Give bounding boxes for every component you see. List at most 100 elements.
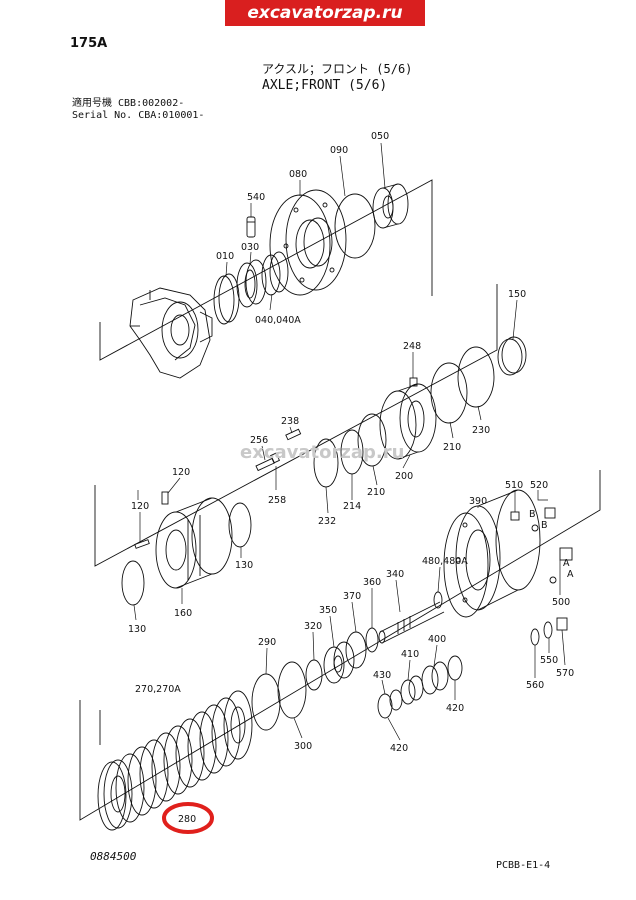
part-390-housing: [443, 489, 541, 618]
label-340: 340: [386, 569, 404, 580]
part-410-bearing: [400, 675, 424, 705]
serial-info: 適用号機 CBB:002002- Serial No. CBA:010001-: [72, 98, 204, 122]
group-outline-1: [99, 179, 433, 361]
label-ref-b1: B: [529, 509, 536, 520]
part-210-oring-lower: [357, 413, 387, 467]
label-300: 300: [294, 741, 312, 752]
part-270-280-disc-pack: [97, 690, 253, 831]
part-430-ring: [389, 689, 403, 711]
title-english: AXLE;FRONT (5/6): [262, 78, 388, 93]
label-430: 430: [373, 670, 391, 681]
part-420-ring-upper: [447, 655, 463, 681]
serial-line-2: Serial No. CBA:010001-: [72, 110, 205, 121]
label-500: 500: [552, 597, 570, 608]
part-290-plate: [251, 673, 281, 731]
part-256-bolt: [255, 452, 281, 472]
label-ref-a1: A: [563, 558, 570, 569]
label-390: 390: [469, 496, 487, 507]
label-510: 510: [505, 480, 523, 491]
label-370: 370: [343, 591, 361, 602]
group-outline-2: [94, 284, 498, 567]
label-150: 150: [508, 289, 526, 300]
label-550: 550: [540, 655, 558, 666]
label-480: 480,480A: [422, 556, 468, 567]
label-120-a: 120: [172, 467, 190, 478]
watermark-banner: excavatorzap.ru: [225, 0, 425, 26]
label-540: 540: [247, 192, 265, 203]
part-010-seal: [213, 273, 240, 325]
label-560: 560: [526, 680, 544, 691]
part-238-pin: [285, 428, 302, 441]
part-200-carrier: [379, 383, 437, 460]
label-080: 080: [289, 169, 307, 180]
label-010: 010: [216, 251, 234, 262]
label-410: 410: [401, 649, 419, 660]
label-270: 270,270A: [135, 684, 181, 695]
label-350: 350: [319, 605, 337, 616]
part-050-bearing: [372, 183, 409, 229]
part-570-plug: [556, 617, 568, 631]
label-200: 200: [395, 471, 413, 482]
label-232: 232: [318, 516, 336, 527]
sheet-code: PCBB-E1-4: [496, 860, 551, 871]
document-number: 0884500: [90, 850, 137, 863]
label-520: 520: [530, 480, 548, 491]
part-500-plug: [549, 547, 573, 584]
highlight-circle-280: [162, 802, 214, 834]
part-090-oring: [334, 193, 376, 259]
label-050: 050: [371, 131, 389, 142]
title-japanese: アクスル；フロント (5/6): [262, 62, 413, 76]
label-280: 280: [178, 814, 196, 825]
label-320: 320: [304, 621, 322, 632]
label-570: 570: [556, 668, 574, 679]
part-340-shaft: [378, 601, 445, 644]
part-210-oring-upper: [430, 362, 468, 424]
label-258: 258: [268, 495, 286, 506]
label-400: 400: [428, 634, 446, 645]
leader-lines: [133, 142, 566, 741]
serial-line-1: 適用号機 CBB:002002-: [72, 98, 185, 109]
part-510-bolt: [510, 511, 520, 521]
part-080-hub: [269, 189, 347, 296]
label-040: 040,040A: [255, 315, 301, 326]
part-540-bolt: [246, 216, 256, 238]
label-420-b: 420: [390, 743, 408, 754]
label-160: 160: [174, 608, 192, 619]
label-420-a: 420: [446, 703, 464, 714]
label-030: 030: [241, 242, 259, 253]
label-230: 230: [472, 425, 490, 436]
part-160-drum: [155, 497, 233, 589]
part-150-ring: [497, 336, 527, 376]
label-210-a: 210: [443, 442, 461, 453]
label-256: 256: [250, 435, 268, 446]
label-214: 214: [343, 501, 361, 512]
label-120-b: 120: [131, 501, 149, 512]
axle-knuckle-housing: [129, 287, 213, 379]
part-230-oring: [457, 346, 495, 408]
watermark-center: excavatorzap.ru: [240, 442, 404, 463]
part-130-ring-right: [228, 502, 252, 548]
label-ref-b2: B: [541, 520, 548, 531]
label-130-a: 130: [235, 560, 253, 571]
label-360: 360: [363, 577, 381, 588]
label-290: 290: [258, 637, 276, 648]
part-labels: 540 010 030 040,040A 080 090 050 150 248…: [128, 131, 574, 825]
part-120-pin-left: [134, 539, 150, 549]
part-350-gear: [323, 641, 355, 684]
page-code: 175A: [70, 36, 108, 51]
part-550-washer: [543, 621, 553, 639]
part-130-ring-left: [121, 560, 145, 606]
part-030-bearing: [236, 259, 267, 308]
part-360-ring: [365, 627, 379, 653]
part-370-ring: [345, 631, 367, 669]
part-320-ring: [305, 659, 323, 691]
part-520-plug: [531, 507, 556, 532]
part-120-pin-top: [161, 491, 169, 505]
part-300-snapring: [277, 661, 307, 719]
label-130-b: 130: [128, 624, 146, 635]
label-ref-a2: A: [567, 569, 574, 580]
part-480-ring: [433, 591, 443, 609]
label-248: 248: [403, 341, 421, 352]
label-210-b: 210: [367, 487, 385, 498]
